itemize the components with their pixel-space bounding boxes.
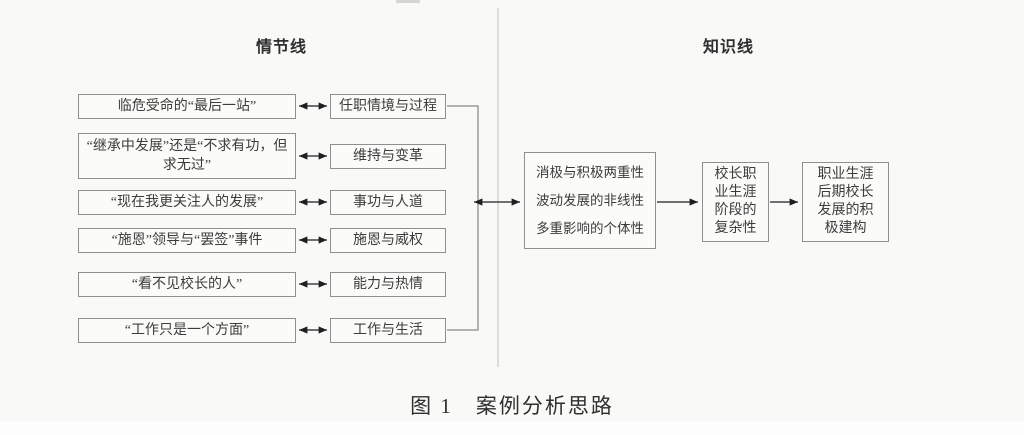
concept-box-4: 施恩与威权	[330, 228, 446, 253]
positive-construct-box: 职业生涯后期校长发展的积极建构	[802, 162, 889, 242]
figure-caption: 图 1 案例分析思路	[410, 394, 614, 418]
concept-box-3: 事功与人道	[330, 190, 446, 215]
stage-complexity-box: 校长职业生涯阶段的复杂性	[702, 162, 769, 242]
episode-box-4: “施恩”领导与“罢签”事件	[78, 228, 296, 253]
characteristic-line-1: 消极与积极两重性	[536, 165, 644, 181]
concept-box-5: 能力与热情	[330, 272, 446, 297]
episode-box-5: “看不见校长的人”	[78, 272, 296, 297]
concept-box-6: 工作与生活	[330, 318, 446, 343]
episode-box-1: 临危受命的“最后一站”	[78, 94, 296, 119]
characteristic-line-2: 波动发展的非线性	[536, 192, 644, 208]
characteristic-line-3: 多重影响的个体性	[536, 220, 644, 236]
episode-box-2: “继承中发展”还是“不求有功，但求无过”	[78, 133, 296, 179]
characteristics-box: 消极与积极两重性 波动发展的非线性 多重影响的个体性	[524, 152, 656, 249]
concept-box-1: 任职情境与过程	[330, 94, 446, 119]
plot-line-header: 情节线	[256, 39, 308, 56]
episode-box-3: “现在我更关注人的发展”	[78, 190, 296, 215]
knowledge-line-header: 知识线	[703, 39, 755, 56]
bottom-margin-strip	[0, 421, 1024, 435]
bracket-connector	[447, 105, 479, 331]
concept-box-2: 维持与变革	[330, 144, 446, 169]
episode-box-6: “工作只是一个方面”	[78, 318, 296, 343]
top-edge-artifact	[396, 0, 420, 3]
